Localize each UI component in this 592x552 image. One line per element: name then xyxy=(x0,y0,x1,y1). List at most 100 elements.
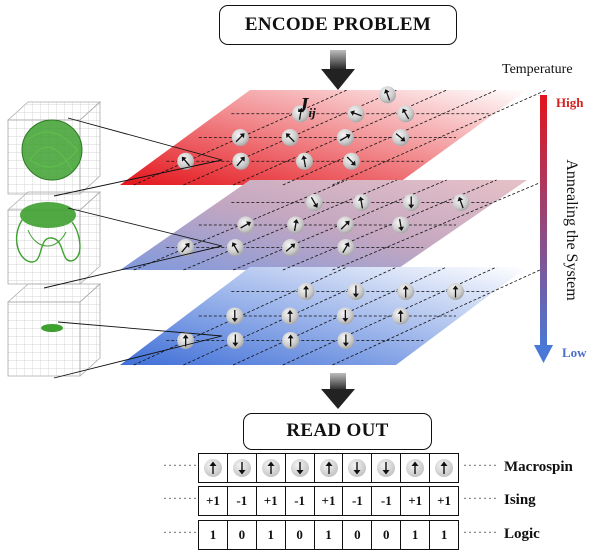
spin-up-icon xyxy=(319,459,338,477)
ising-cell: -1 xyxy=(228,487,257,515)
macrospin-icon xyxy=(305,194,323,211)
ising-cell: +1 xyxy=(437,493,452,508)
lattice-line xyxy=(332,266,547,366)
ellipsis-right: ······· xyxy=(463,525,498,539)
lattice-line xyxy=(332,179,547,271)
annealing-label: Annealing the System xyxy=(563,159,580,301)
down-arrow-icon xyxy=(321,50,355,90)
macrospin-icon xyxy=(342,152,360,170)
macrospin-icon xyxy=(347,283,365,300)
macrospin-cell xyxy=(257,454,286,482)
ising-cell: -1 xyxy=(372,487,402,515)
macrospin-icon xyxy=(337,239,355,256)
logic-cell: 1 xyxy=(440,527,448,542)
macrospin-icon xyxy=(282,332,300,349)
macrospin-icon xyxy=(336,307,354,325)
logic-cell: 1 xyxy=(257,521,286,549)
spin-down-icon xyxy=(290,459,309,477)
spin-down-icon xyxy=(232,459,251,477)
spin-up-icon xyxy=(435,459,454,477)
magnetization-trajectory-cube-high xyxy=(6,101,102,195)
coupling-label: Jij xyxy=(297,93,316,120)
macrospin-icon xyxy=(281,129,299,146)
macrospin-icon xyxy=(281,307,299,325)
spin-up-icon xyxy=(406,459,425,477)
macrospin-icon xyxy=(392,129,410,146)
logic-cell: 0 xyxy=(343,521,373,549)
magnetization-trajectory-cube-mid xyxy=(6,191,102,285)
hot-plane xyxy=(120,90,527,185)
macrospin-icon xyxy=(292,105,310,123)
ising-cell: +1 xyxy=(199,487,228,515)
macrospin-icon xyxy=(177,152,195,170)
macrospin-icon xyxy=(447,283,465,300)
macrospin-cell xyxy=(401,454,431,482)
logic-cell: 1 xyxy=(401,521,431,549)
encode-problem-box: ENCODE PROBLEM xyxy=(219,5,457,45)
spin-down-icon xyxy=(348,459,367,477)
spin-up-icon xyxy=(261,459,280,477)
macrospin-icon xyxy=(231,129,249,146)
ising-cell: +1 xyxy=(401,487,431,515)
macrospin-icon xyxy=(226,239,244,256)
macrospin-cell xyxy=(199,454,228,482)
macrospin-icon xyxy=(397,105,415,123)
macrospin-icon xyxy=(337,332,355,349)
macrospin-cell xyxy=(372,454,402,482)
ising-cell: +1 xyxy=(257,487,286,515)
logic-cell: 1 xyxy=(199,521,228,549)
lattice-line xyxy=(282,266,497,366)
ising-cell: -1 xyxy=(286,487,315,515)
macrospin-icon xyxy=(452,194,470,211)
spin-lattice-mid xyxy=(133,179,547,271)
macrospin-icon xyxy=(392,216,410,234)
logic-label: Logic xyxy=(504,526,540,542)
macrospin-row xyxy=(198,453,459,483)
ising-cell: +1 xyxy=(315,487,344,515)
lattice-line xyxy=(282,89,497,186)
macrospin-cell xyxy=(228,454,257,482)
macrospin-cell xyxy=(286,454,315,482)
spin-down-icon xyxy=(377,459,396,477)
low-label: Low xyxy=(562,345,587,360)
macrospin-cell xyxy=(315,454,344,482)
macrospin-icon xyxy=(336,129,354,146)
macrospin-icon xyxy=(347,105,365,123)
macrospin-icon xyxy=(295,152,313,170)
ising-cell: -1 xyxy=(343,487,373,515)
ellipsis-left: ······· xyxy=(163,491,198,505)
ising-row: +1-1+1-1+1-1-1+1+1 xyxy=(198,486,459,516)
lattice-line xyxy=(332,89,547,186)
read-out-box: READ OUT xyxy=(243,413,432,450)
macrospin-icon xyxy=(402,194,420,211)
leader-lines xyxy=(43,117,223,379)
ellipsis-left: ······· xyxy=(163,525,198,539)
spin-up-icon xyxy=(203,459,222,477)
macrospin-icon xyxy=(287,216,305,234)
ellipsis-left: ······· xyxy=(163,458,198,472)
macrospin-icon xyxy=(336,216,354,234)
macrospin-icon xyxy=(297,283,315,300)
macrospin-icon xyxy=(177,239,195,256)
macrospin-icon xyxy=(397,283,415,300)
macrospin-icon xyxy=(379,86,397,104)
magnetization-trajectory-cube-low xyxy=(6,283,102,377)
macrospin-icon xyxy=(226,307,244,325)
logic-cell: 1 xyxy=(315,521,344,549)
logic-cell: 0 xyxy=(286,521,315,549)
mid-plane xyxy=(120,180,527,270)
macrospin-cell xyxy=(430,454,458,482)
ising-label: Ising xyxy=(504,492,536,508)
macrospin-icon xyxy=(232,152,250,170)
cold-plane xyxy=(120,267,527,365)
macrospin-icon xyxy=(392,307,410,325)
macrospin-icon xyxy=(282,239,300,256)
ellipsis-right: ······· xyxy=(463,458,498,472)
logic-cell: 0 xyxy=(228,521,257,549)
temperature-scale xyxy=(534,95,553,363)
macrospin-icon xyxy=(226,332,244,349)
macrospin-label: Macrospin xyxy=(504,459,573,475)
macrospin-icon xyxy=(352,194,370,211)
